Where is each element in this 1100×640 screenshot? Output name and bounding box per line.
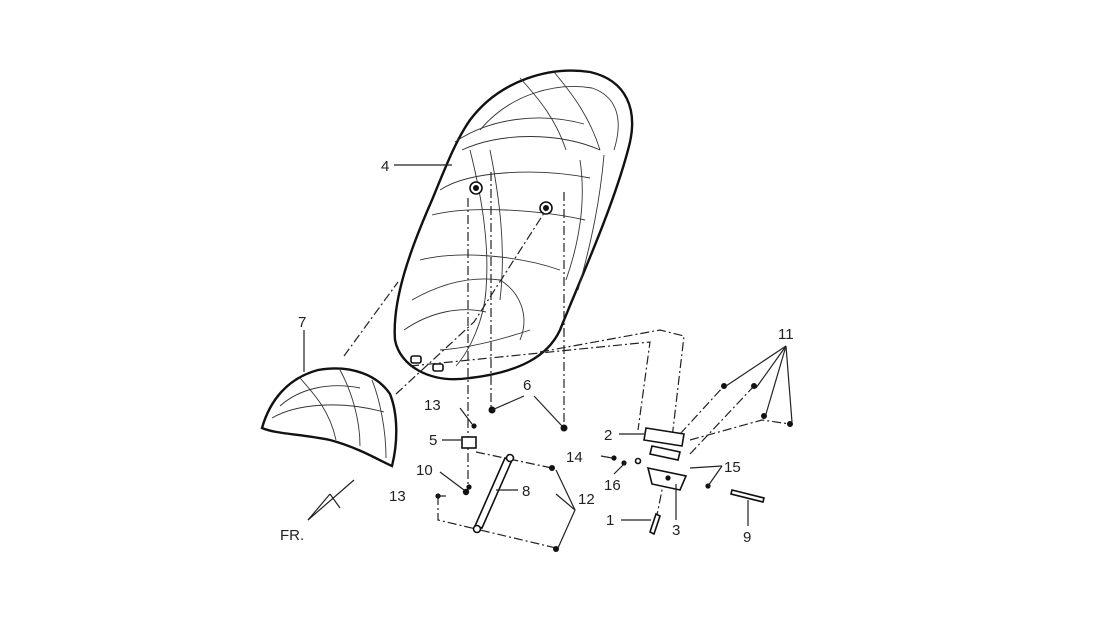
callout-9: 9 [743, 529, 751, 546]
callout-3: 3 [672, 522, 680, 539]
callout-7: 7 [298, 314, 306, 331]
callout-6: 6 [523, 377, 531, 394]
callout-13-top: 13 [424, 397, 441, 414]
callout-10: 10 [416, 462, 433, 479]
callout-11: 11 [778, 326, 794, 343]
callout-16: 16 [604, 477, 621, 494]
callout-2: 2 [604, 427, 612, 444]
callout-4: 4 [381, 158, 389, 175]
hardware-parts [435, 383, 793, 552]
callout-8: 8 [522, 483, 530, 500]
callout-12: 12 [578, 491, 595, 508]
callout-15: 15 [724, 459, 741, 476]
seat-assembly [393, 69, 634, 381]
callout-14: 14 [566, 449, 583, 466]
backrest-part [260, 367, 398, 468]
leader-lines [303, 164, 793, 549]
callout-1: 1 [606, 512, 614, 529]
callout-5: 5 [429, 432, 437, 449]
front-marker-label: FR. [280, 527, 304, 544]
callout-13-bottom: 13 [389, 488, 406, 505]
callout-labels: 1 2 3 4 5 6 7 8 9 10 11 12 13 13 14 15 1… [280, 158, 794, 546]
